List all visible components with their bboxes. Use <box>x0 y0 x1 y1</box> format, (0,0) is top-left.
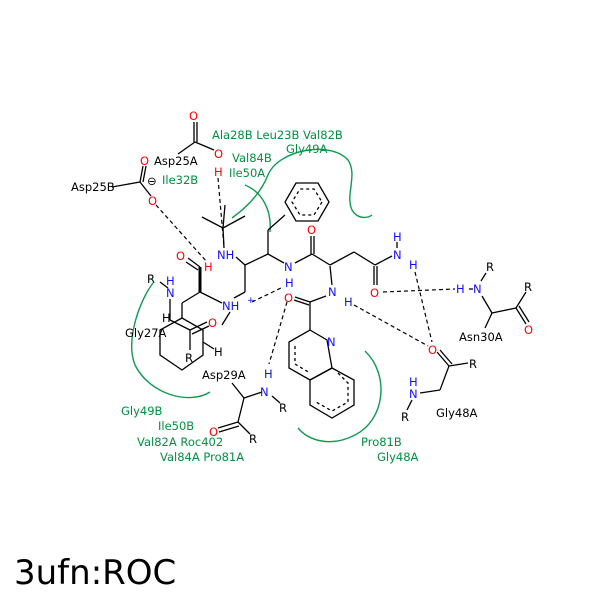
residue-asp29a: Asp29A <box>202 368 246 382</box>
contact-ile32b: Ile32B <box>162 173 198 187</box>
atom-h: H <box>214 345 223 359</box>
contact-labels: Ala28B Leu23B Val82B Gly49A Val84B Ile50… <box>121 128 419 464</box>
atom-nh-plus: NH <box>222 299 239 313</box>
atom-h: H <box>204 260 213 274</box>
atom-r: R <box>401 410 409 424</box>
atom-h: H <box>285 276 294 290</box>
residue-gly27a: Gly27A <box>125 326 167 340</box>
atom-r: R <box>249 432 257 446</box>
atom-o: O <box>428 343 437 357</box>
atom-r: R <box>279 401 287 415</box>
atom-r: R <box>147 272 155 286</box>
hydrophobic-arc-val84b <box>244 184 271 233</box>
contact-ile50a: Ile50A <box>229 166 265 180</box>
atom-o: O <box>524 323 533 337</box>
contact-val82a-roc402: Val82A Roc402 <box>137 435 223 449</box>
atom-h: H <box>393 230 402 244</box>
hydrogen-bonds <box>155 177 456 365</box>
hydrophobic-arc-bottom <box>297 350 382 443</box>
charge-plus: + <box>247 296 255 306</box>
atom-n: N <box>409 387 418 401</box>
atom-r: R <box>469 357 477 371</box>
charge-minus: ⊖ <box>147 174 157 188</box>
atom-h: H <box>409 258 418 272</box>
atom-o: O <box>209 425 218 439</box>
residue-labels: Asp25A Asp25B Gly27A Asp29A Asn30A Gly48… <box>71 154 503 420</box>
atom-o: O <box>307 223 316 237</box>
atom-n: N <box>327 335 336 349</box>
residue-asp25b: Asp25B <box>71 180 115 194</box>
atom-r: R <box>486 260 494 274</box>
atom-h: H <box>166 274 175 288</box>
atom-h: H <box>344 295 353 309</box>
atom-n: N <box>473 282 482 296</box>
atom-o: O <box>189 109 198 123</box>
atom-o: O <box>148 194 157 208</box>
bonds <box>111 122 530 435</box>
contact-ile50b: Ile50B <box>158 419 194 433</box>
contact-val84a-pro81a: Val84A Pro81A <box>160 450 244 464</box>
residue-gly48a: Gly48A <box>436 406 478 420</box>
atom-nh: NH <box>217 248 234 262</box>
atom-n: N <box>284 260 293 274</box>
atom-n: N <box>328 285 337 299</box>
contact-pro81b: Pro81B <box>361 435 402 449</box>
atom-n: N <box>166 286 175 300</box>
atom-o: O <box>214 147 223 161</box>
atom-n: N <box>393 248 402 262</box>
atom-n: N <box>260 385 269 399</box>
atom-h: H <box>409 375 418 389</box>
contact-gly48a: Gly48A <box>377 450 419 464</box>
atom-h: H <box>456 282 465 296</box>
atom-r: R <box>185 351 193 365</box>
contact-val84b: Val84B <box>232 151 272 165</box>
atom-h: H <box>214 165 223 179</box>
atom-o: O <box>284 291 293 305</box>
diagram-title: 3ufn:ROC <box>14 553 176 593</box>
residue-asn30a: Asn30A <box>459 330 503 344</box>
contact-ala28b-leu23b-val82b: Ala28B Leu23B Val82B <box>212 128 343 142</box>
atom-o: O <box>370 286 379 300</box>
atom-r: R <box>524 280 532 294</box>
atom-o: O <box>208 316 217 330</box>
hydrophobic-arc-left <box>131 282 211 399</box>
atom-o: O <box>140 154 149 168</box>
hydrophobic-arc-top <box>231 148 373 219</box>
atom-o: O <box>176 249 185 263</box>
contact-gly49a: Gly49A <box>286 142 328 156</box>
hydrophobic-arcs <box>131 148 382 443</box>
contact-gly49b: Gly49B <box>121 404 163 418</box>
atom-h: H <box>162 311 171 325</box>
residue-asp25a: Asp25A <box>154 154 198 168</box>
atom-h: H <box>264 367 273 381</box>
atom-labels: O O H O O ⊖ NH O H N H O O N H H N H O N… <box>140 109 533 446</box>
